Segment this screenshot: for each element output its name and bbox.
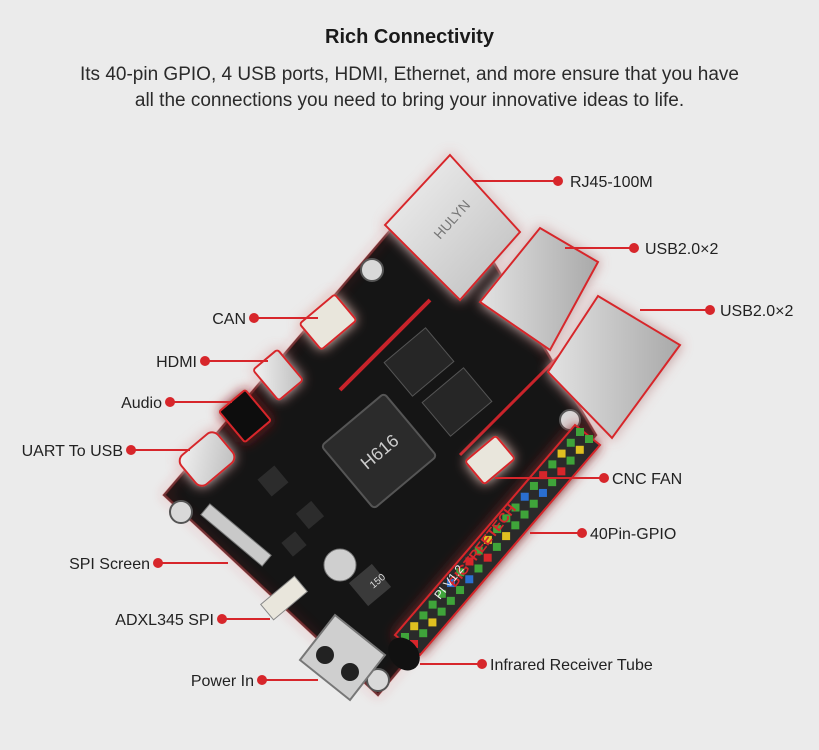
gpio-pin — [576, 428, 584, 436]
label-power: Power In — [191, 673, 254, 690]
gpio-pin — [492, 542, 501, 551]
gpio-pin — [446, 596, 455, 605]
gpio-pin — [456, 568, 465, 577]
gpio-pin — [419, 629, 428, 638]
dot-spi — [153, 558, 163, 568]
gpio-pin — [401, 633, 409, 641]
ir-receiver — [388, 637, 420, 671]
gpio-pin — [437, 607, 446, 616]
dot-adxl — [217, 614, 227, 624]
dot-hdmi — [200, 356, 210, 366]
ram-chip-2 — [421, 367, 493, 437]
dot-usb-a — [629, 243, 639, 253]
gpio-pin — [428, 600, 437, 609]
gpio-pin — [575, 445, 584, 454]
gpio-pin — [548, 460, 557, 469]
gpio-pin — [585, 435, 593, 443]
label-rj45: RJ45-100M — [570, 174, 653, 191]
dot-ir — [477, 659, 487, 669]
label-spi-screen: SPI Screen — [69, 556, 150, 573]
gpio-pin — [419, 611, 428, 620]
gpio-pin — [465, 557, 474, 566]
gpio-pin — [502, 532, 511, 541]
gpio-pin — [483, 553, 492, 562]
gpio-pins — [401, 428, 593, 648]
dot-uart — [126, 445, 136, 455]
hdmi-port — [253, 349, 303, 401]
gpio-pin — [539, 471, 548, 480]
spi-screen-connector — [200, 503, 272, 567]
gpio-pin — [410, 640, 418, 648]
gpio-pin — [502, 514, 511, 523]
label-adxl: ADXL345 SPI — [115, 612, 214, 629]
gpio-pin — [557, 449, 566, 458]
rj45-port — [383, 153, 522, 302]
dot-can — [249, 313, 259, 323]
label-can: CAN — [212, 311, 246, 328]
gpio-pin — [474, 564, 483, 573]
dot-audio — [165, 397, 175, 407]
usb-port-2 — [546, 294, 682, 440]
gpio-pin — [529, 499, 538, 508]
label-cnc-fan: CNC FAN — [612, 471, 682, 488]
dot-rj45 — [553, 176, 563, 186]
audio-jack — [218, 389, 272, 443]
gpio-pin — [437, 589, 446, 598]
label-gpio: 40Pin-GPIO — [590, 526, 676, 543]
gpio-pin — [529, 481, 538, 490]
gpio-pin — [428, 618, 437, 627]
cnc-fan-connector — [465, 435, 515, 485]
usb-port-1 — [478, 226, 600, 352]
gpio-pin — [566, 438, 575, 447]
ram-chip-1 — [383, 327, 455, 397]
label-audio: Audio — [121, 395, 162, 412]
gpio-pin — [511, 521, 520, 530]
gpio-pin — [465, 575, 474, 584]
gpio-pin — [520, 510, 529, 519]
callout-lines — [126, 176, 715, 685]
can-connector — [299, 294, 357, 350]
gpio-pin — [520, 492, 529, 501]
gpio-pin — [493, 525, 502, 534]
gpio-pin — [548, 478, 557, 487]
dot-usb-b — [705, 305, 715, 315]
gpio-pin — [557, 467, 566, 476]
dot-power — [257, 675, 267, 685]
gpio-pin — [511, 503, 520, 512]
subtitle-line-1: Its 40-pin GPIO, 4 USB ports, HDMI, Ethe… — [80, 64, 739, 85]
gpio-pin — [566, 456, 575, 465]
label-usb-a: USB2.0×2 — [645, 241, 718, 258]
uart-usb-port — [178, 431, 236, 487]
dot-cnc-fan — [599, 473, 609, 483]
page-title: Rich Connectivity — [325, 26, 494, 48]
adxl345-connector — [260, 575, 308, 621]
gpio-pin — [456, 586, 465, 595]
dot-gpio — [577, 528, 587, 538]
subtitle-line-2: all the connections you need to bring yo… — [134, 90, 685, 111]
gpio-pin — [538, 488, 547, 497]
page-subtitle: Its 40-pin GPIO, 4 USB ports, HDMI, Ethe… — [0, 62, 819, 114]
label-uart: UART To USB — [22, 443, 123, 460]
label-usb-b: USB2.0×2 — [720, 303, 793, 320]
power-terminal — [298, 613, 387, 702]
soc-chip: H616 — [321, 393, 437, 509]
gpio-pin — [410, 622, 419, 631]
gpio-pin — [483, 535, 492, 544]
label-hdmi: HDMI — [156, 354, 197, 371]
gpio-pin — [447, 579, 456, 588]
label-ir: Infrared Receiver Tube — [490, 657, 653, 674]
gpio-pin — [474, 546, 483, 555]
